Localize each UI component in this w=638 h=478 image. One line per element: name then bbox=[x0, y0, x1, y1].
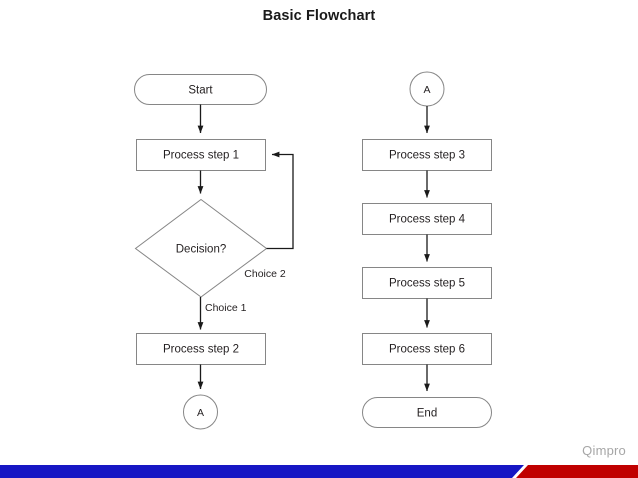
decision-label: Decision? bbox=[176, 244, 227, 256]
process-step-2-label: Process step 2 bbox=[163, 344, 239, 356]
node-end[interactable]: End bbox=[362, 397, 492, 428]
process-step-1-label: Process step 1 bbox=[163, 150, 239, 162]
node-process-step-3[interactable]: Process step 3 bbox=[362, 139, 492, 171]
node-decision[interactable]: Decision? bbox=[134, 198, 268, 298]
brand-logo: Qimpro bbox=[582, 443, 626, 458]
node-start[interactable]: Start bbox=[134, 74, 267, 105]
process-step-4-label: Process step 4 bbox=[389, 214, 466, 226]
connector-a-out-label: A bbox=[197, 407, 204, 419]
process-step-6-shape bbox=[362, 333, 492, 365]
process-step-3-label: Process step 3 bbox=[389, 150, 465, 162]
footer-bar-left bbox=[0, 465, 524, 478]
connector-a-out-shape bbox=[183, 394, 218, 430]
node-process-step-4[interactable]: Process step 4 bbox=[362, 203, 492, 235]
start-label: Start bbox=[188, 85, 213, 97]
page-title: Basic Flowchart bbox=[262, 8, 376, 24]
process-step-4-shape bbox=[362, 203, 492, 235]
footer-bar-right bbox=[516, 465, 638, 478]
node-connector-a-in[interactable]: A bbox=[409, 71, 445, 107]
process-step-5-shape bbox=[362, 267, 492, 299]
process-step-5-label: Process step 5 bbox=[389, 278, 465, 290]
node-process-step-1[interactable]: Process step 1 bbox=[136, 139, 266, 171]
footer-color-bar bbox=[0, 465, 638, 478]
process-step-6-label: Process step 6 bbox=[389, 344, 465, 356]
node-process-step-6[interactable]: Process step 6 bbox=[362, 333, 492, 365]
end-label: End bbox=[417, 408, 437, 420]
node-process-step-5[interactable]: Process step 5 bbox=[362, 267, 492, 299]
process-step-1-shape bbox=[136, 139, 266, 171]
end-terminator-shape bbox=[362, 397, 492, 428]
edge-label-choice-one: Choice 1 bbox=[205, 302, 247, 314]
edge-label-choice-two: Choice 2 bbox=[244, 268, 286, 280]
connector-a-in-label: A bbox=[423, 84, 430, 96]
process-step-2-shape bbox=[136, 333, 266, 365]
node-connector-a-out[interactable]: A bbox=[183, 394, 218, 430]
edge-choice-two-feedback bbox=[266, 151, 294, 250]
node-process-step-2[interactable]: Process step 2 bbox=[136, 333, 266, 365]
